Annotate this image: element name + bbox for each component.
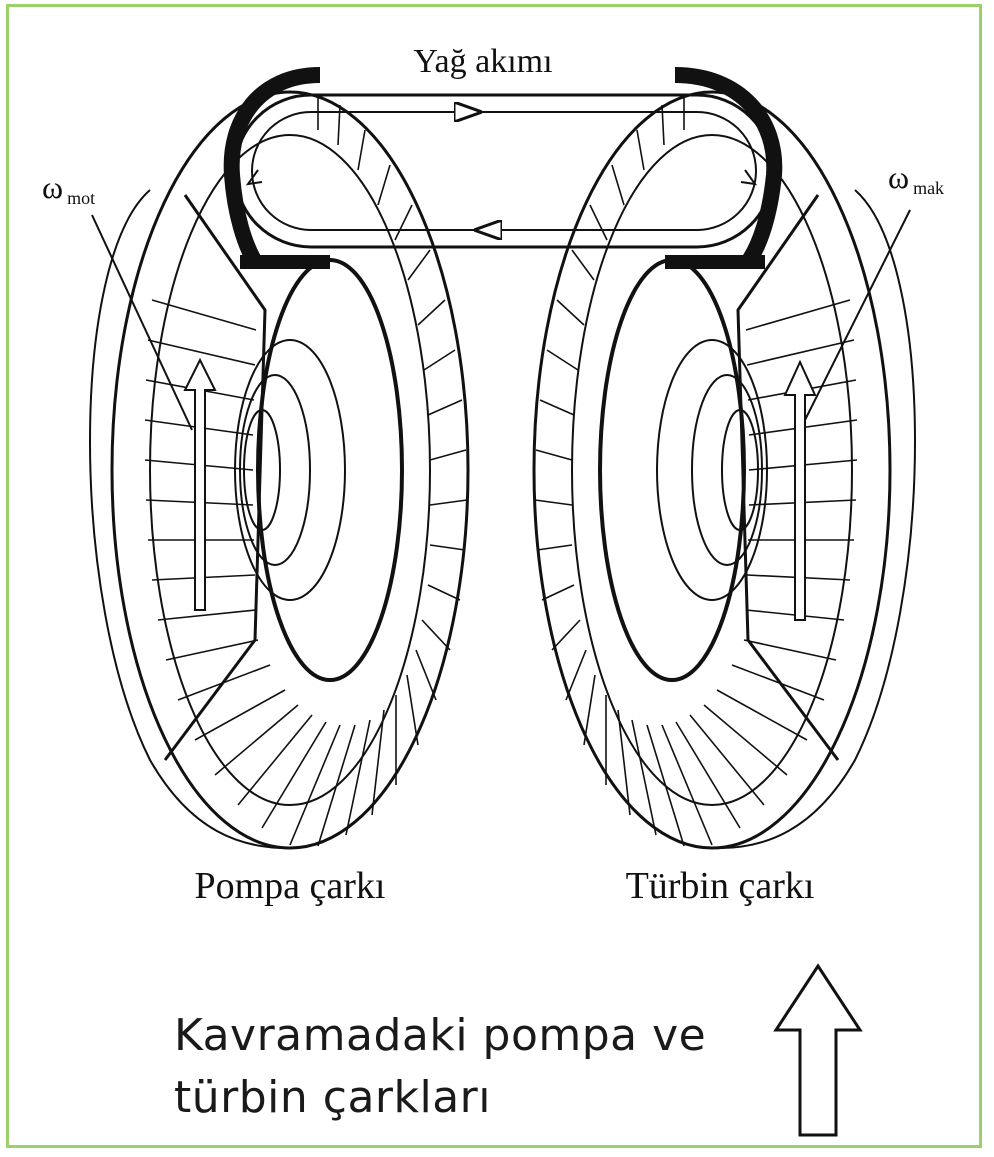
oil-flow-label: Yağ akımı: [413, 43, 552, 80]
omega-machine-subscript: mak: [913, 178, 944, 198]
caption-line-1: Kavramadaki pompa ve: [174, 1005, 774, 1067]
up-arrow-icon: [776, 966, 860, 1135]
turbine-label: Türbin çarkı: [626, 865, 815, 907]
omega-machine-symbol: ω: [888, 159, 909, 195]
oil-flow-loop: [232, 75, 775, 262]
figure-caption: Kavramadaki pompa ve türbin çarkları: [174, 1005, 774, 1129]
caption-line-2: türbin çarkları: [174, 1067, 774, 1129]
pump-label: Pompa çarkı: [194, 865, 385, 907]
omega-motor-subscript: mot: [67, 188, 95, 208]
pump-wheel: [90, 92, 468, 848]
omega-motor-symbol: ω: [42, 169, 63, 205]
turbine-wheel: [534, 92, 915, 848]
